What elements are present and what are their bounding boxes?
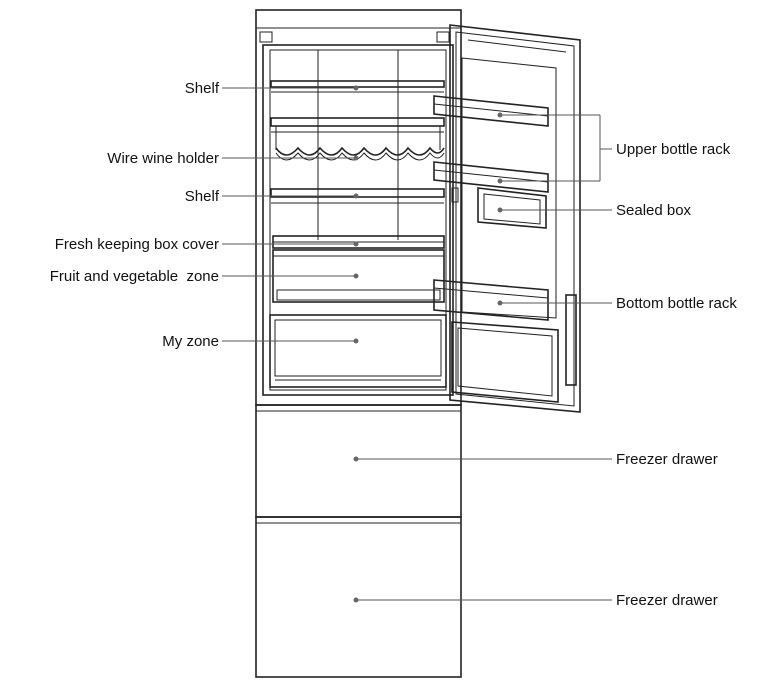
label-fruit-veg-zone: Fruit and vegetable zone — [50, 268, 219, 285]
label-shelf-top: Shelf — [185, 80, 220, 97]
refrigerator-cabinet — [255, 9, 462, 406]
label-sealed-box: Sealed box — [616, 202, 692, 219]
label-upper-bottle-rack: Upper bottle rack — [616, 141, 731, 158]
label-wine-holder: Wire wine holder — [107, 150, 219, 167]
my-zone-drawer — [269, 314, 447, 388]
label-shelf-middle: Shelf — [185, 188, 220, 205]
refrigerator-door — [449, 24, 581, 413]
label-freezer-drawer-2: Freezer drawer — [616, 592, 718, 609]
label-fresh-box-cover: Fresh keeping box cover — [55, 236, 219, 253]
freezer-drawer-upper — [255, 404, 462, 518]
upper-bottle-rack — [433, 95, 549, 193]
leader-lines — [222, 85, 612, 603]
label-bottom-bottle-rack: Bottom bottle rack — [616, 295, 737, 312]
bottom-bottle-rack — [433, 279, 549, 321]
sealed-box — [451, 187, 547, 229]
freezer-drawer-lower — [255, 516, 462, 678]
label-my-zone: My zone — [162, 333, 219, 350]
wire-wine-holder — [270, 117, 445, 161]
label-freezer-drawer-1: Freezer drawer — [616, 451, 718, 468]
fresh-keeping-box-cover — [272, 235, 445, 249]
